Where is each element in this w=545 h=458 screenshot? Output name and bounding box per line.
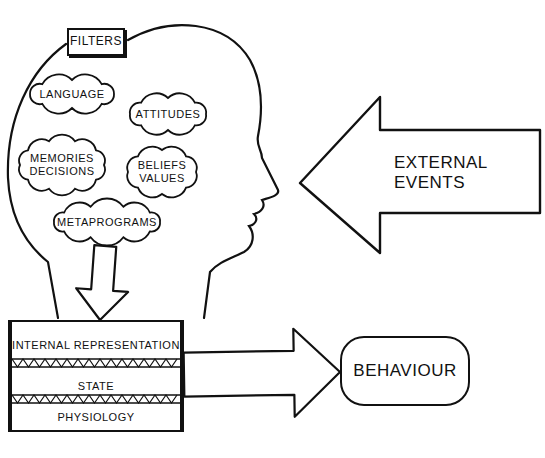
node-text: BELIEFS VALUES	[134, 159, 190, 184]
event-arrow: EXTERNAL EVENTS	[298, 95, 540, 255]
node-text: MEMORIES DECISIONS	[26, 152, 98, 177]
head-profile	[128, 25, 278, 318]
arrow-outline	[300, 97, 540, 253]
label-box: FILTERS	[67, 28, 125, 56]
stack-band: INTERNAL REPRESENTATION	[12, 322, 180, 368]
node-text: ATTITUDES	[136, 108, 201, 121]
node-text: PHYSIOLOGY	[57, 411, 134, 424]
node-text: METAPROGRAMS	[57, 216, 157, 229]
node-text: STATE	[78, 380, 114, 393]
node-text: INTERNAL REPRESENTATION	[12, 339, 180, 352]
divider-line	[12, 366, 180, 367]
divider-zigzag	[12, 395, 177, 403]
cloud-outline	[127, 147, 197, 198]
node-text: EXTERNAL EVENTS	[394, 153, 524, 192]
cloud-outline	[54, 198, 160, 245]
cloud-outline	[130, 93, 206, 134]
node-text: LANGUAGE	[39, 88, 104, 101]
block-arrow	[184, 329, 340, 417]
node-text: BEHAVIOUR	[353, 361, 456, 381]
filter-cloud: BELIEFS VALUES	[120, 142, 204, 202]
filter-cloud: METAPROGRAMS	[46, 198, 168, 246]
node-text: FILTERS	[70, 35, 122, 49]
cloud-outline	[19, 135, 105, 196]
filter-cloud: ATTITUDES	[122, 90, 214, 138]
band-dividers	[12, 322, 180, 430]
cloud-outline	[30, 74, 114, 113]
state-stack: INTERNAL REPRESENTATION STATE PHYSIOLOGY	[8, 320, 184, 432]
divider-zigzag	[12, 359, 177, 367]
behaviour-box: BEHAVIOUR	[340, 336, 470, 406]
divider-line	[12, 402, 180, 403]
stack-band: PHYSIOLOGY	[12, 404, 180, 430]
filter-cloud: LANGUAGE	[22, 72, 122, 116]
block-arrow	[76, 245, 128, 320]
filter-cloud: MEMORIES DECISIONS	[12, 132, 112, 198]
